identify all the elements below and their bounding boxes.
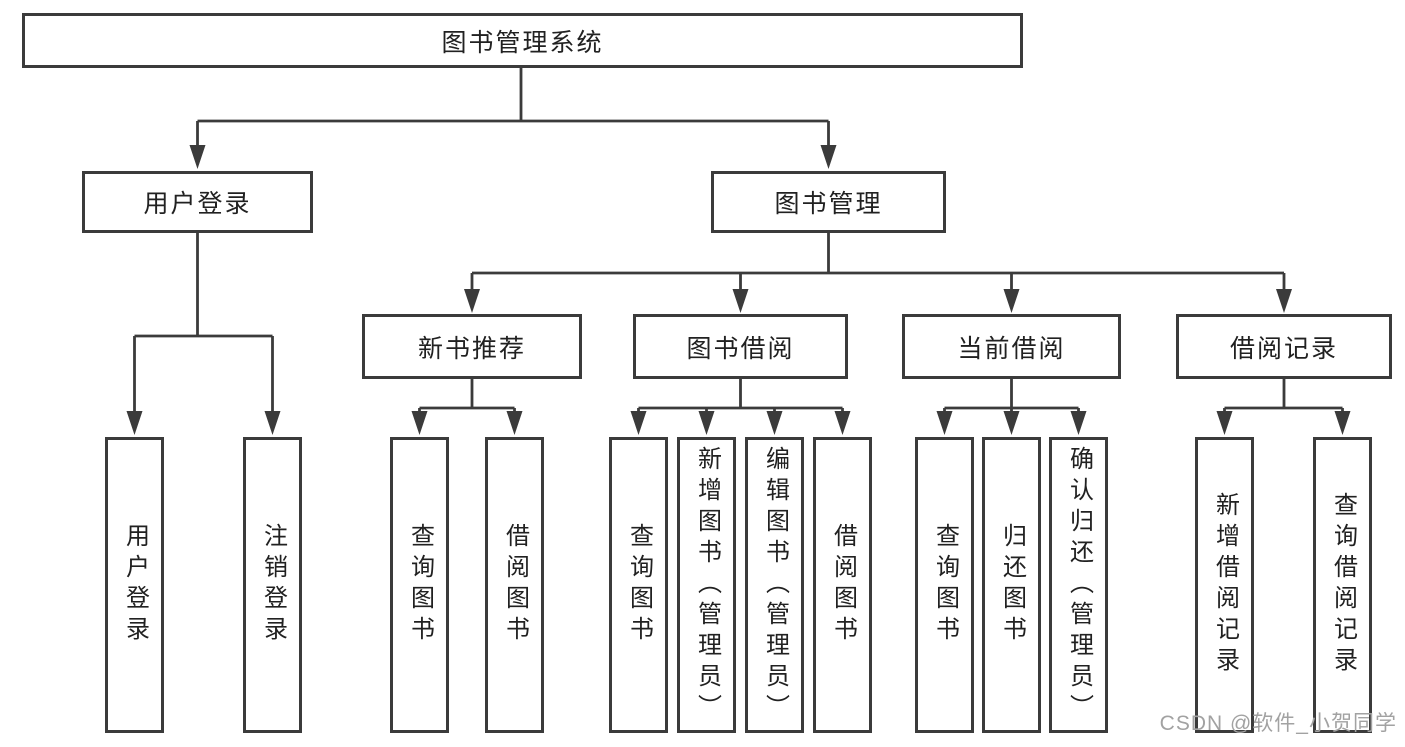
node-confirm-return-admin-label: 确认归还（管理员） (1065, 445, 1093, 725)
node-edit-books-admin-label: 编辑图书（管理员） (761, 445, 789, 725)
node-edit-books-admin: 编辑图书（管理员） (745, 437, 804, 733)
watermark: CSDN @软件_小贺同学 (1159, 712, 1397, 735)
node-logout-label: 注销登录 (259, 523, 287, 647)
node-user-login-label: 用户登录 (143, 190, 252, 218)
node-logout: 注销登录 (243, 437, 302, 733)
node-query-borrow-record: 查询借阅记录 (1313, 437, 1372, 733)
node-query-books-borrow-label: 查询图书 (625, 523, 653, 647)
node-borrow-books-recommend: 借阅图书 (485, 437, 544, 733)
node-book-borrowing: 图书借阅 (633, 314, 848, 379)
node-current-borrowing-label: 当前借阅 (957, 334, 1066, 363)
node-query-books-recommend-label: 查询图书 (406, 523, 434, 647)
node-query-books-borrow: 查询图书 (609, 437, 668, 733)
node-add-borrow-record: 新增借阅记录 (1195, 437, 1254, 733)
node-user-login-leaf: 用户登录 (105, 437, 164, 733)
node-return-books: 归还图书 (982, 437, 1041, 733)
node-confirm-return-admin: 确认归还（管理员） (1049, 437, 1108, 733)
node-borrow-books-recommend-label: 借阅图书 (501, 523, 529, 647)
node-book-management: 图书管理 (711, 171, 946, 233)
node-add-books-admin: 新增图书（管理员） (677, 437, 736, 733)
node-query-books-current: 查询图书 (915, 437, 974, 733)
node-query-borrow-record-label: 查询借阅记录 (1329, 492, 1357, 678)
node-borrowing-records-label: 借阅记录 (1229, 334, 1338, 363)
node-root-label: 图书管理系统 (441, 28, 604, 57)
node-root: 图书管理系统 (22, 13, 1023, 68)
node-borrowing-records: 借阅记录 (1176, 314, 1392, 379)
node-user-login-leaf-label: 用户登录 (121, 523, 149, 647)
node-new-book-recommend: 新书推荐 (362, 314, 582, 379)
node-user-login: 用户登录 (82, 171, 313, 233)
node-borrow-books: 借阅图书 (813, 437, 872, 733)
node-query-books-current-label: 查询图书 (931, 523, 959, 647)
node-add-books-admin-label: 新增图书（管理员） (693, 445, 721, 725)
node-add-borrow-record-label: 新增借阅记录 (1211, 492, 1239, 678)
node-borrow-books-label: 借阅图书 (829, 523, 857, 647)
node-book-borrowing-label: 图书借阅 (686, 334, 795, 363)
node-return-books-label: 归还图书 (998, 523, 1026, 647)
node-new-book-recommend-label: 新书推荐 (417, 334, 526, 363)
node-query-books-recommend: 查询图书 (390, 437, 449, 733)
node-current-borrowing: 当前借阅 (902, 314, 1121, 379)
node-book-management-label: 图书管理 (774, 190, 883, 218)
